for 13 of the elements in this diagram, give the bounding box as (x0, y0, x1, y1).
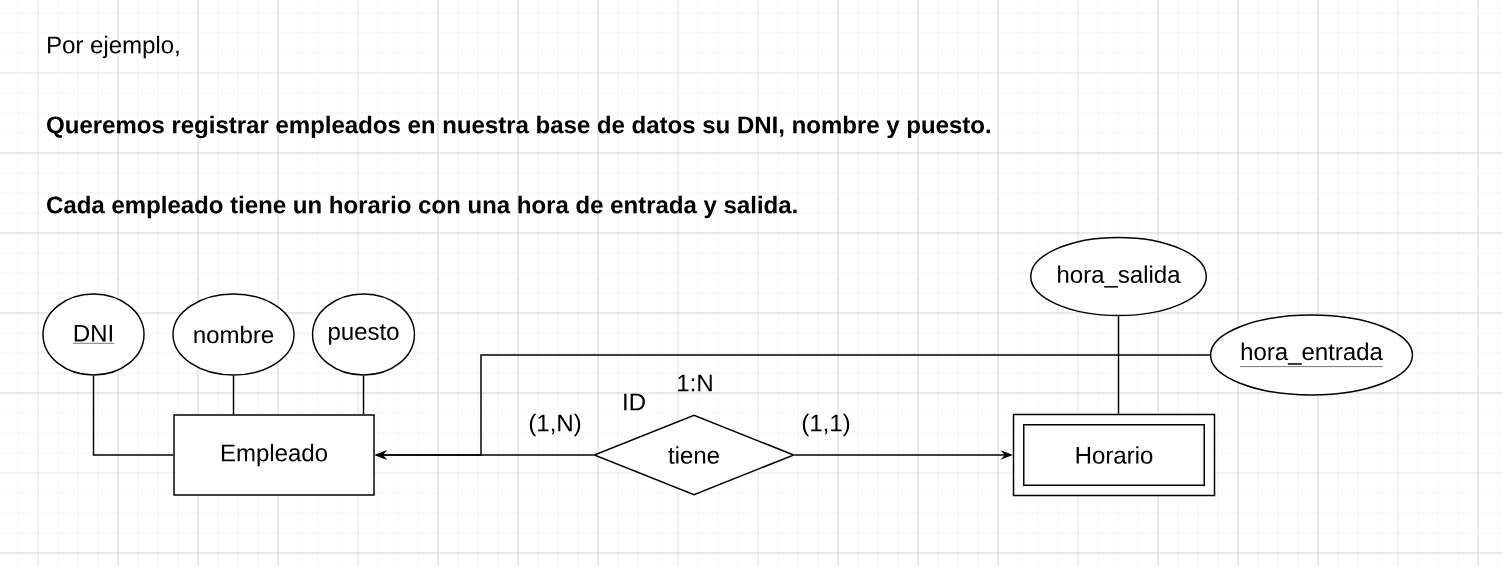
sentence: Cada empleado tiene un horario con una hora de entrada y salida. (47, 195, 797, 219)
id-label: ID (624, 393, 645, 411)
weak-entity-box: Horario (1012, 413, 1216, 497)
entity-box: Empleado (173, 414, 375, 496)
connector-line (92, 375, 174, 456)
connector-line (1117, 315, 1120, 415)
intro-text: Por ejemplo, (48, 35, 179, 59)
sentence: Queremos registrar empleados en nuestra base de datos su DNI, nombre y puesto. (47, 115, 990, 139)
connector-line (362, 375, 365, 415)
connector-line (232, 375, 235, 415)
ratio-label: 1:N (678, 374, 712, 392)
edge-label: (1,N) (529, 413, 581, 437)
edge-label: (1,1) (802, 413, 850, 437)
